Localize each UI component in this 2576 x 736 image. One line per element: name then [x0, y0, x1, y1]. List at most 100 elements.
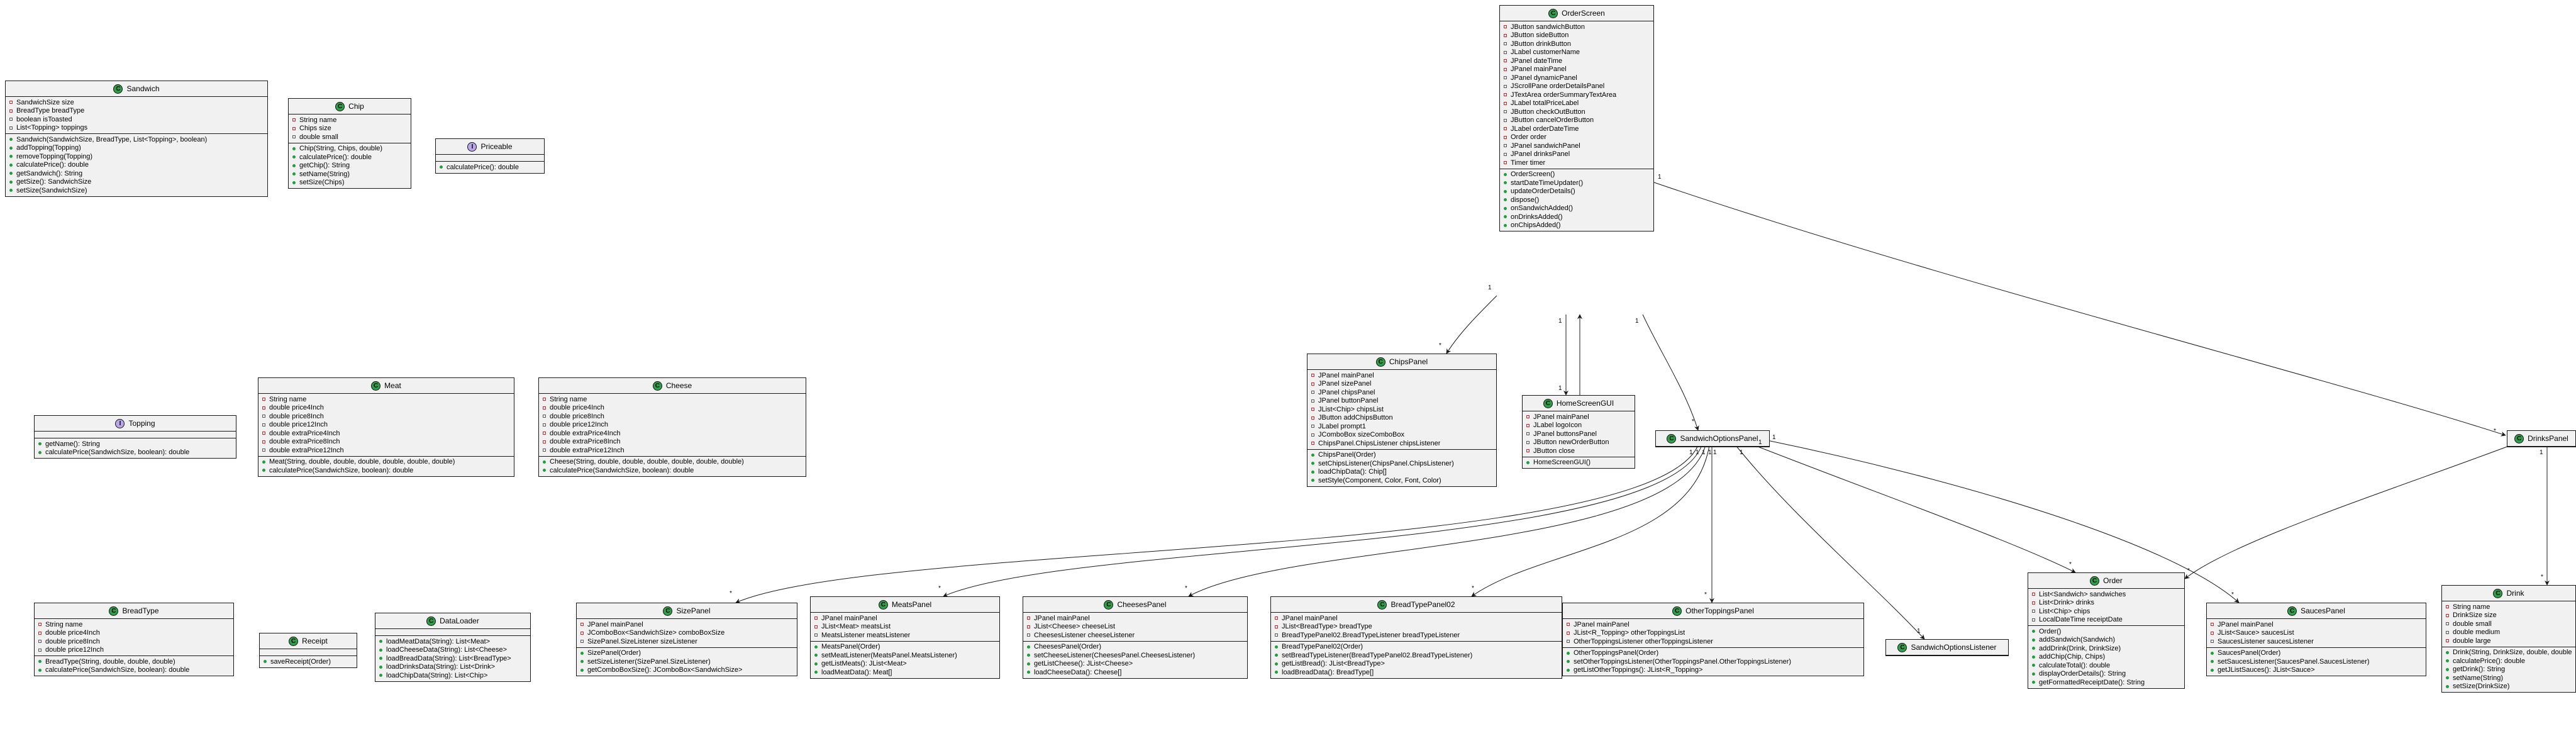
public-visibility-icon — [9, 155, 13, 159]
private-visibility-icon — [9, 101, 13, 104]
public-visibility-icon — [262, 469, 265, 472]
interface-badge-icon: I — [467, 142, 477, 152]
private-visibility-icon — [1027, 633, 1030, 637]
class-member: double price12Inch — [258, 421, 514, 430]
private-visibility-icon — [1504, 76, 1507, 80]
private-visibility-icon — [1311, 382, 1314, 386]
member-signature: JComboBox sizeComboBox — [1318, 431, 1404, 439]
private-visibility-icon — [262, 432, 265, 435]
methods-section: Meat(String, double, double, double, dou… — [258, 455, 514, 476]
public-visibility-icon — [1567, 668, 1570, 672]
class-member: setSize(DrinkSize) — [2442, 683, 2575, 691]
private-visibility-icon — [1504, 33, 1507, 37]
class-member: JButton newOrderButton — [1523, 438, 1635, 447]
class-member: addChip(Chip, Chips) — [2028, 653, 2184, 662]
class-member: BreadTypePanel02.BreadTypeListener bread… — [1271, 631, 1562, 640]
class-badge-icon: C — [113, 84, 123, 94]
class-name: SaucesPanel — [2301, 606, 2345, 615]
member-signature: SizePanel(Order) — [587, 649, 641, 657]
private-visibility-icon — [814, 616, 818, 620]
multiplicity-label: * — [2069, 561, 2072, 568]
association-edge — [943, 445, 1702, 597]
member-signature: setOtherToppingsListener(OtherToppingsPa… — [1574, 657, 1792, 666]
class-member: JPanel buttonPanel — [1307, 397, 1496, 406]
member-signature: OtherToppingsPanel(Order) — [1574, 649, 1659, 657]
class-member: SaucesListener saucesListener — [2207, 637, 2426, 646]
public-visibility-icon — [2446, 667, 2449, 671]
member-signature: addChip(Chip, Chips) — [2039, 653, 2106, 661]
multiplicity-label: * — [1472, 585, 1474, 592]
class-name: Meat — [384, 381, 401, 390]
private-visibility-icon — [1311, 408, 1314, 411]
class-member: HomeScreenGUI() — [1523, 459, 1635, 467]
member-signature: JPanel drinksPanel — [1511, 150, 1570, 159]
class-member: getDrink(): String — [2442, 666, 2575, 674]
private-visibility-icon — [1275, 625, 1278, 628]
class-name: Order — [2103, 576, 2123, 585]
class-name: Sandwich — [126, 84, 160, 93]
member-signature: List<Topping> toppings — [16, 124, 88, 132]
member-signature: JPanel dateTime — [1511, 57, 1563, 65]
member-signature: List<Chip> chips — [2039, 607, 2090, 615]
member-signature: JList<Cheese> cheeseList — [1034, 623, 1116, 631]
multiplicity-label: * — [938, 585, 941, 592]
member-signature: setSizeListener(SizePanel.SizeListener) — [587, 657, 711, 666]
public-visibility-icon — [1504, 198, 1507, 202]
public-visibility-icon — [1567, 651, 1570, 655]
member-signature: setCheeseListener(CheesesPanel.CheesesLi… — [1034, 651, 1196, 659]
class-member: ChipsPanel(Order) — [1307, 451, 1496, 460]
private-visibility-icon — [9, 109, 13, 113]
member-signature: JLabel prompt1 — [1318, 422, 1366, 430]
private-visibility-icon — [1504, 50, 1507, 54]
private-visibility-icon — [292, 118, 296, 122]
member-signature: ChipsPanel.ChipsListener chipsListener — [1318, 439, 1441, 447]
public-visibility-icon — [38, 660, 42, 664]
class-member: SizePanel.SizeListener sizeListener — [577, 637, 797, 646]
class-member: getListOtherToppings(): JList<R_Topping> — [1563, 666, 1863, 675]
member-signature: setName(String) — [299, 170, 350, 178]
member-signature: double price12Inch — [45, 646, 104, 654]
member-signature: JButton cancelOrderButton — [1511, 116, 1594, 125]
class-member: JLabel customerName — [1500, 48, 1653, 57]
public-visibility-icon — [1311, 479, 1314, 482]
private-visibility-icon — [2446, 639, 2449, 643]
member-signature: getSize(): SandwichSize — [16, 178, 92, 186]
private-visibility-icon — [1504, 67, 1507, 71]
private-visibility-icon — [1567, 640, 1570, 644]
class-badge-icon: C — [1377, 599, 1387, 610]
class-name: BreadTypePanel02 — [1391, 600, 1455, 609]
methods-section: Chip(String, Chips, double)calculatePric… — [289, 142, 411, 189]
member-signature: double extraPrice4Inch — [269, 429, 340, 437]
